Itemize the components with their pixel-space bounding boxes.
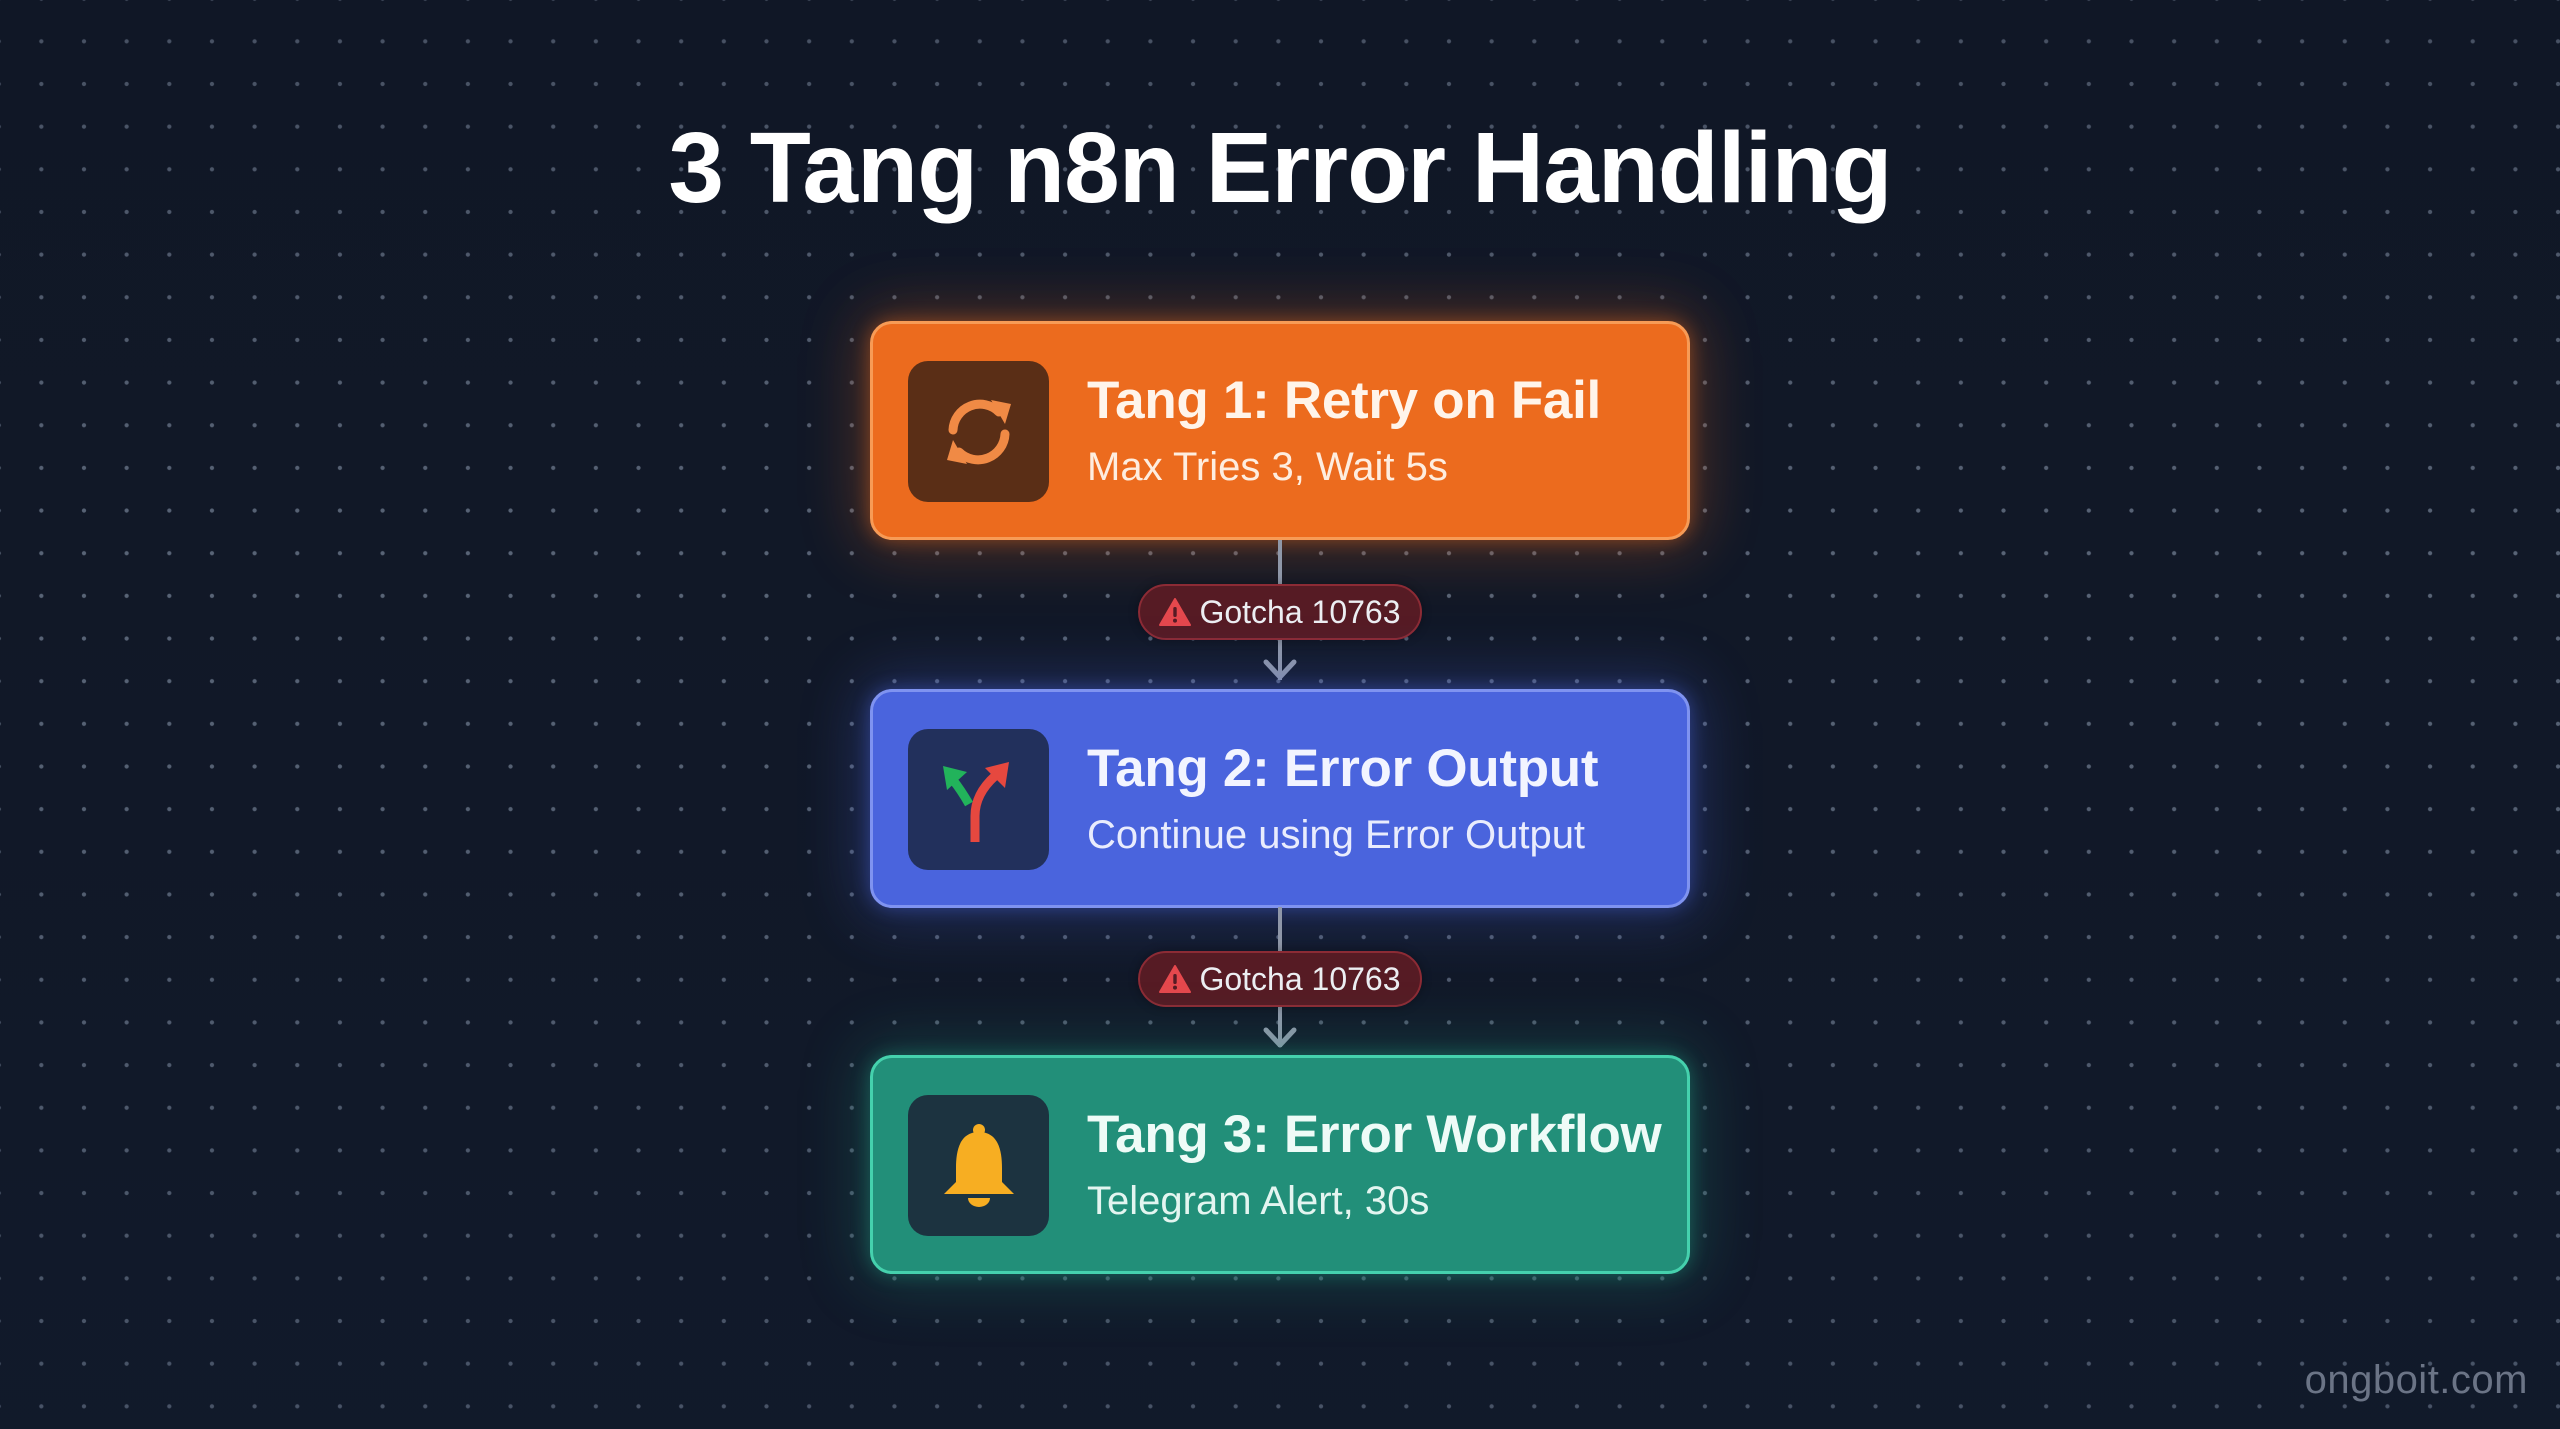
bell-icon [943,1123,1014,1207]
arrow-down-icon [1263,1027,1297,1048]
warning-icon [1159,965,1192,993]
tier-3-card[interactable]: Tang 3: Error Workflow Telegram Alert, 3… [870,1055,1690,1274]
page-title: 3 Tang n8n Error Handling [668,112,1892,224]
tier-2-icon-box [908,729,1049,870]
tier-3-icon-box [908,1095,1049,1236]
tier-2-subtitle: Continue using Error Output [1087,813,1586,857]
badge-label: Gotcha 10763 [1199,593,1401,630]
arrow-down-icon [1263,659,1297,680]
tier-1-card[interactable]: Tang 1: Retry on Fail Max Tries 3, Wait … [870,321,1690,540]
tier-1-title: Tang 1: Retry on Fail [1087,371,1601,430]
tier-3-subtitle: Telegram Alert, 30s [1087,1179,1430,1223]
gotcha-badge-1: Gotcha 10763 [1138,584,1422,640]
tier-1-subtitle: Max Tries 3, Wait 5s [1087,445,1448,489]
tier-1-icon-box [908,361,1049,502]
watermark: ongboit.com [2304,1358,2528,1402]
tier-2-card[interactable]: Tang 2: Error Output Continue using Erro… [870,689,1690,908]
tier-2-title: Tang 2: Error Output [1087,739,1599,798]
refresh-icon [946,399,1011,464]
warning-icon [1159,598,1192,626]
tier-3-title: Tang 3: Error Workflow [1087,1105,1662,1164]
badge-label: Gotcha 10763 [1199,960,1401,997]
branch-split-icon [942,761,1009,842]
gotcha-badge-2: Gotcha 10763 [1138,951,1422,1007]
